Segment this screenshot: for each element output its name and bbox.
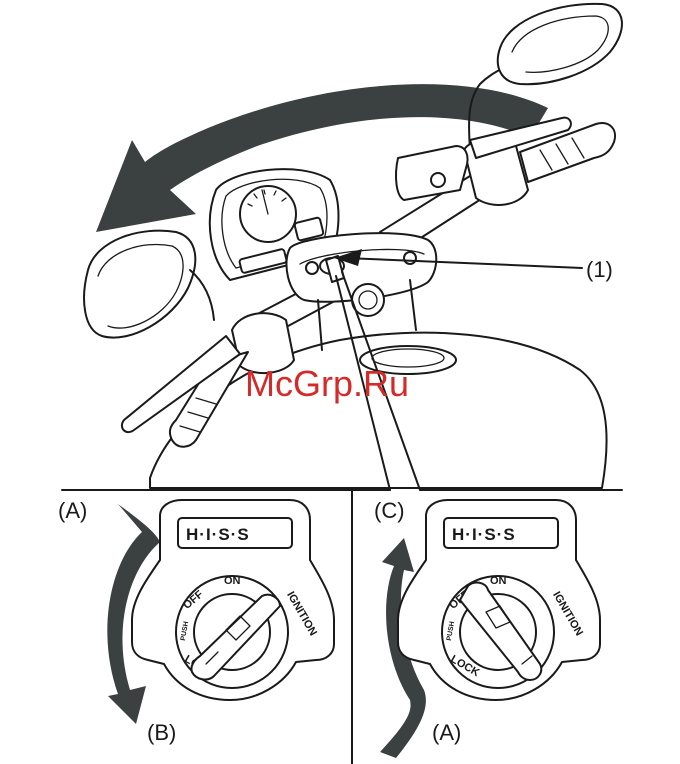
motorcycle-illustration: (1) <box>84 4 622 490</box>
left-label-bottom: (B) <box>147 720 176 745</box>
left-mirror <box>84 231 195 338</box>
watermark: McGrp.Ru <box>245 363 409 404</box>
left-label-top: (A) <box>58 498 87 523</box>
left-panel: (A) (B) H·I·S·S OFF ON IGNITION PUSH LOC… <box>58 498 334 745</box>
left-pos-on: ON <box>224 575 241 587</box>
right-label-top: (C) <box>374 498 405 523</box>
right-panel: (C) (A) H·I·S·S OFF ON IGNITION PUSH LOC… <box>374 498 600 758</box>
right-label-bottom: (A) <box>432 720 461 745</box>
right-pos-on: ON <box>490 575 507 587</box>
left-emblem: H·I·S·S <box>186 525 250 544</box>
left-mirror-stem <box>190 270 214 320</box>
callout-label-1: (1) <box>586 257 613 282</box>
right-emblem: H·I·S·S <box>452 525 516 544</box>
